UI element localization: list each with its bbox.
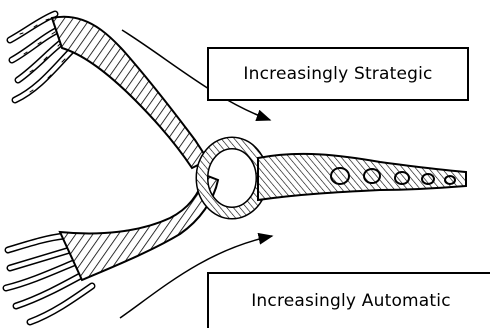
label-box-automatic: Increasingly Automatic [207, 272, 490, 328]
merged-rope [258, 154, 466, 200]
label-strategic: Increasingly Strategic [243, 64, 432, 84]
lower-braid [60, 175, 218, 280]
label-automatic: Increasingly Automatic [251, 291, 451, 311]
upper-braid [52, 17, 208, 168]
label-box-strategic: Increasingly Strategic [207, 47, 469, 101]
